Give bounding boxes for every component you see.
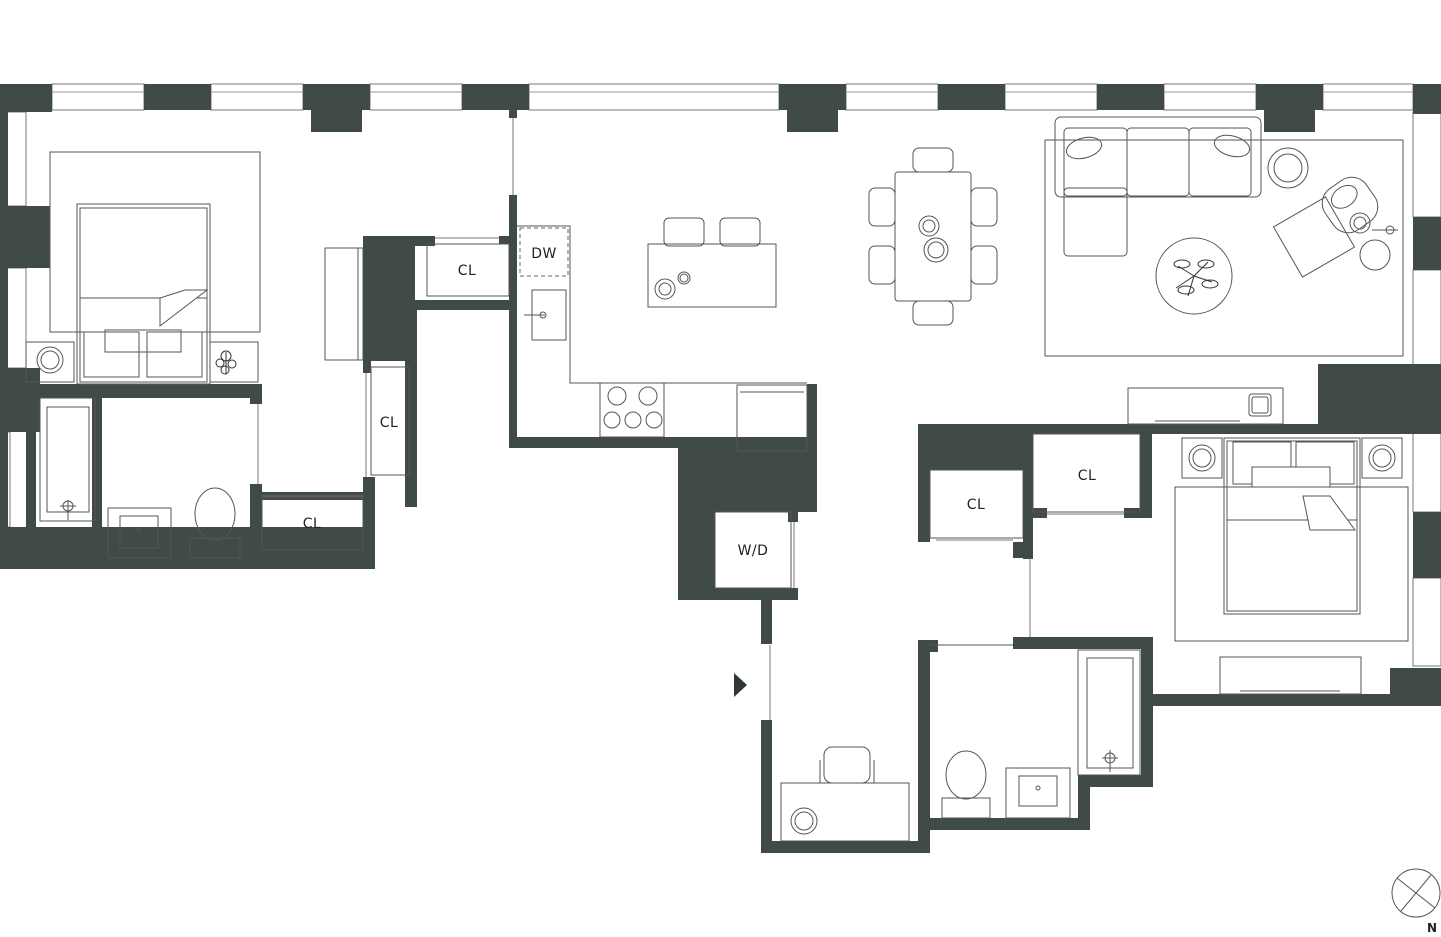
entry-arrow-icon xyxy=(734,673,747,697)
closet-label: CL xyxy=(967,497,986,513)
kitchen-fixtures: DW xyxy=(517,217,808,452)
doors xyxy=(257,118,1124,720)
plant-icon xyxy=(1173,259,1219,297)
plant-icon xyxy=(215,350,237,375)
bathroom-1-fixtures xyxy=(39,397,241,559)
closet-label: CL xyxy=(303,516,322,532)
desk-furniture xyxy=(780,746,910,842)
closet-label: CL xyxy=(458,263,477,279)
windows-north xyxy=(51,83,1414,111)
dining-furniture xyxy=(868,147,998,326)
compass-icon xyxy=(1391,868,1441,918)
living-furniture xyxy=(1044,116,1404,425)
north-label: N xyxy=(1427,921,1437,935)
bedroom-1-furniture xyxy=(25,151,364,385)
closet-label: CL xyxy=(1078,468,1097,484)
bathroom-2-fixtures xyxy=(930,644,1141,819)
closet-label: CL xyxy=(380,415,399,431)
washer-dryer-label: W/D xyxy=(738,543,769,559)
walls xyxy=(0,84,1441,853)
dishwasher-label: DW xyxy=(531,246,557,262)
bedroom-2-furniture xyxy=(1174,437,1409,695)
